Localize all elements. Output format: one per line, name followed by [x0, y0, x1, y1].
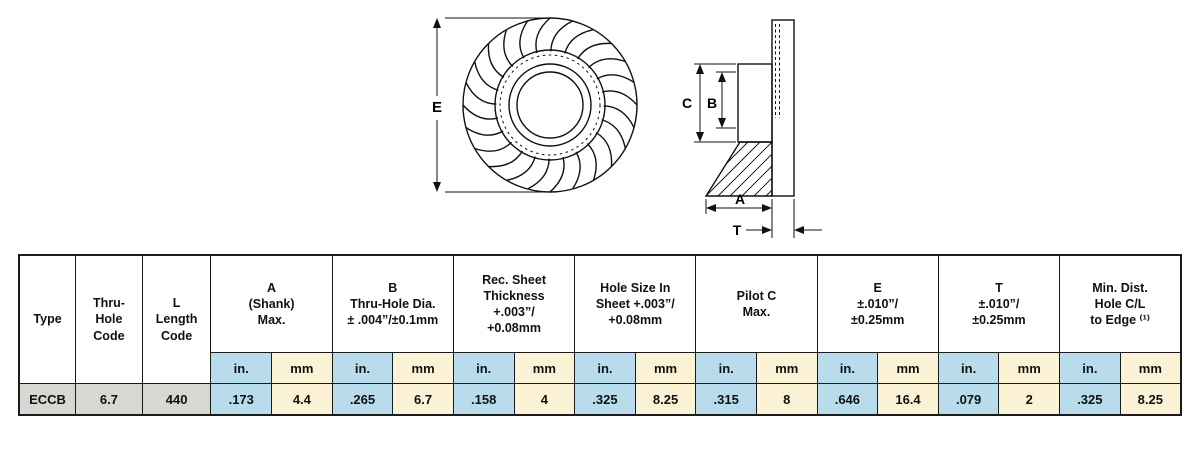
cell-min-dist-in: .325: [1059, 383, 1121, 416]
col-header-min-dist: Min. Dist. Hole C/L to Edge ⁽¹⁾: [1059, 254, 1182, 353]
dimension-A: [705, 199, 773, 238]
dimension-B: [716, 71, 736, 129]
label-C: C: [682, 95, 692, 111]
cell-length-code: 440: [141, 383, 212, 416]
dimension-T: [746, 199, 822, 238]
cell-thru-hole-code: 6.7: [75, 383, 143, 416]
cell-pilot-mm: 8: [755, 383, 818, 416]
label-B: B: [707, 95, 717, 111]
cell-sheet-in: .158: [452, 383, 515, 416]
unit-in: in.: [331, 352, 394, 384]
front-view-drawing: [461, 16, 639, 194]
unit-mm: mm: [1119, 352, 1182, 384]
col-header-a-shank: A (Shank) Max.: [210, 254, 333, 353]
col-header-b-thru-hole-dia: B Thru-Hole Dia. ± .004”/±0.1mm: [331, 254, 454, 353]
unit-in: in.: [1059, 352, 1121, 384]
col-header-type: Type: [18, 254, 77, 384]
col-header-sheet-thickness: Rec. Sheet Thickness +.003”/ +0.08mm: [452, 254, 576, 353]
label-E: E: [432, 99, 442, 116]
label-A: A: [735, 191, 745, 207]
cell-b-mm: 6.7: [392, 383, 454, 416]
unit-mm: mm: [755, 352, 818, 384]
unit-mm: mm: [271, 352, 333, 384]
unit-in: in.: [210, 352, 273, 384]
cell-sheet-mm: 4: [513, 383, 576, 416]
section-hatching: [705, 141, 773, 197]
col-header-thru-hole-code: Thru- Hole Code: [75, 254, 143, 384]
cell-e-mm: 16.4: [877, 383, 939, 416]
cell-pilot-in: .315: [695, 383, 757, 416]
unit-mm: mm: [634, 352, 697, 384]
cell-t-mm: 2: [998, 383, 1061, 416]
col-header-e: E ±.010”/ ±0.25mm: [816, 254, 939, 353]
cell-a-in: .173: [210, 383, 273, 416]
col-header-hole-size: Hole Size In Sheet +.003”/ +0.08mm: [574, 254, 697, 353]
header-row: Type Thru- Hole Code L Length Code A (Sh…: [18, 254, 1182, 384]
side-view-drawing: [704, 19, 795, 197]
unit-mm: mm: [513, 352, 576, 384]
cell-min-dist-mm: 8.25: [1119, 383, 1182, 416]
col-header-length-code: L Length Code: [141, 254, 212, 384]
cell-hole-in: .325: [574, 383, 636, 416]
technical-drawing: E C B: [432, 16, 822, 238]
col-header-t: T ±.010”/ ±0.25mm: [937, 254, 1061, 353]
unit-mm: mm: [392, 352, 454, 384]
spec-table-section: Type Thru- Hole Code L Length Code A (Sh…: [0, 252, 1200, 416]
unit-mm: mm: [998, 352, 1061, 384]
unit-in: in.: [452, 352, 515, 384]
cell-t-in: .079: [937, 383, 1000, 416]
unit-in: in.: [816, 352, 879, 384]
unit-in: in.: [937, 352, 1000, 384]
unit-in: in.: [695, 352, 757, 384]
cell-type: ECCB: [18, 383, 77, 416]
label-T: T: [733, 222, 742, 238]
cell-e-in: .646: [816, 383, 879, 416]
cell-b-in: .265: [331, 383, 394, 416]
table-row: ECCB 6.7 440 .173 4.4 .265 6.7 .158 4 .3…: [18, 383, 1182, 416]
cell-hole-mm: 8.25: [634, 383, 697, 416]
unit-in: in.: [574, 352, 636, 384]
dimension-C: [694, 63, 736, 143]
spec-table: Type Thru- Hole Code L Length Code A (Sh…: [18, 254, 1182, 416]
col-header-pilot-c: Pilot C Max.: [695, 254, 818, 353]
dimension-E: [433, 17, 545, 193]
unit-mm: mm: [877, 352, 939, 384]
cell-a-mm: 4.4: [271, 383, 333, 416]
units-row: in. mm in. mm in. mm in. mm in. mm in. m…: [19, 352, 1182, 384]
